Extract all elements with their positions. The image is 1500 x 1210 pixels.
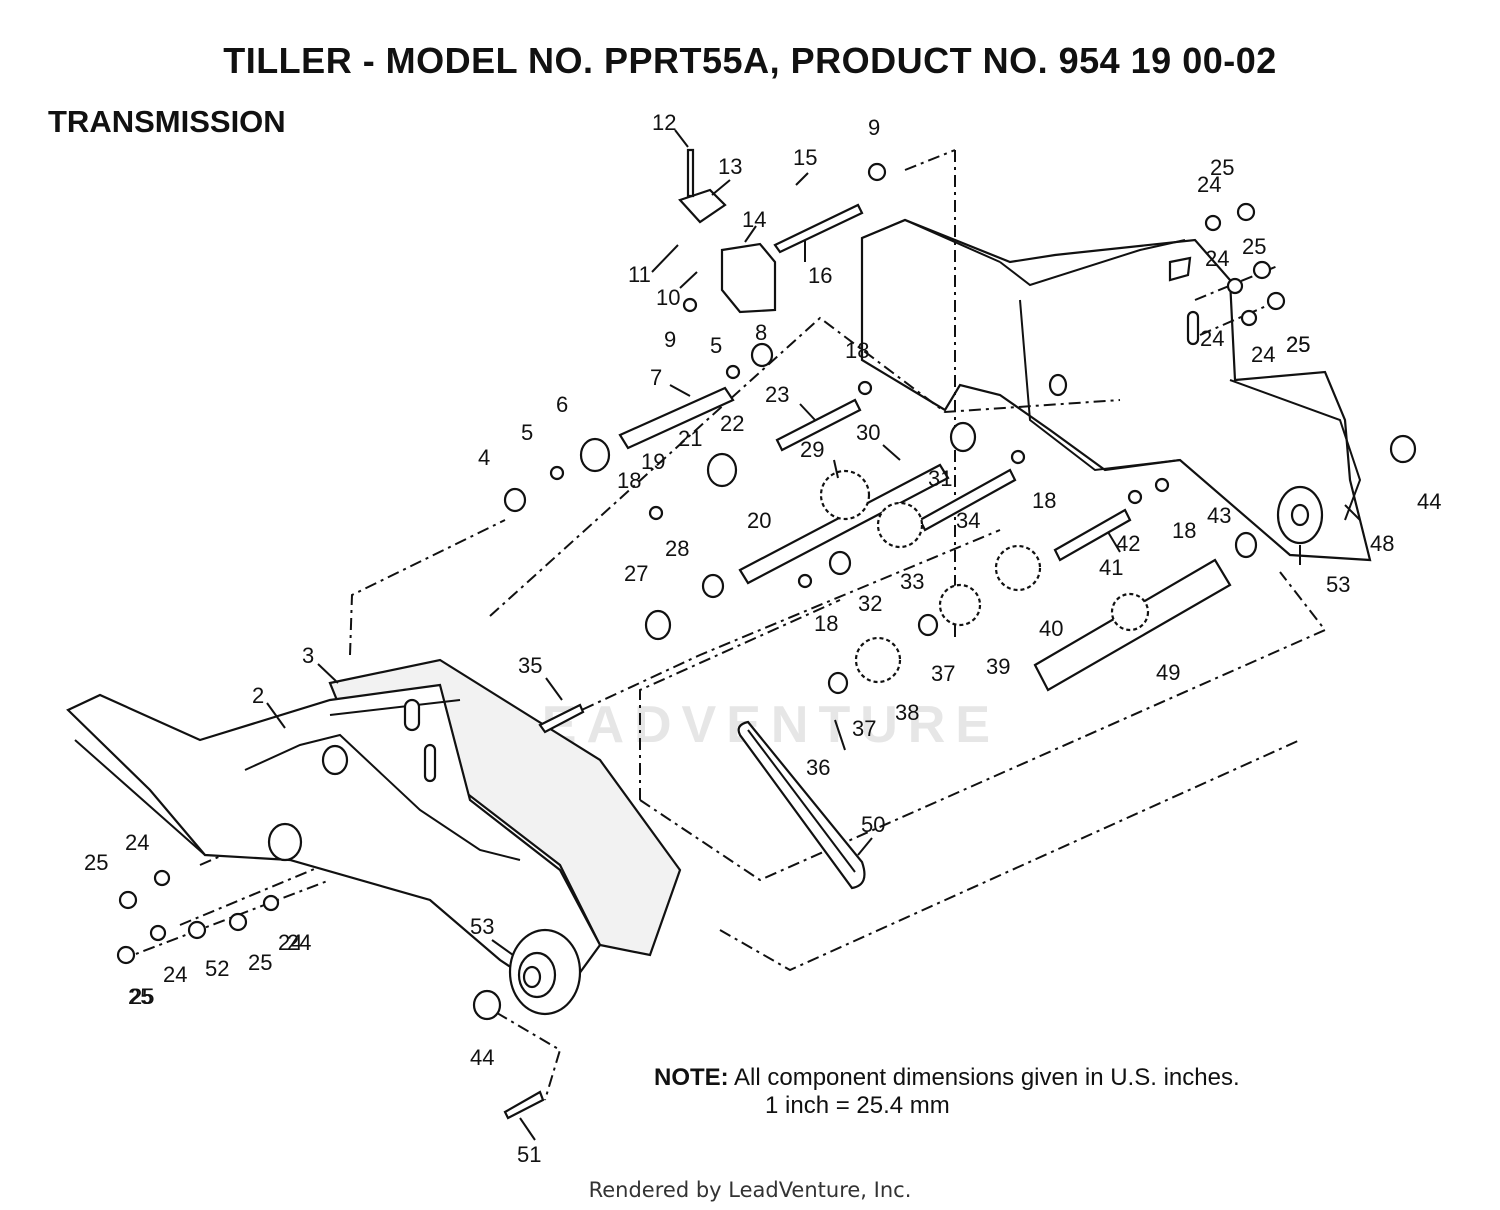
callout-20: 20 [747, 508, 771, 533]
callout-13: 13 [718, 154, 742, 179]
callout-50: 50 [861, 812, 885, 837]
callout-25: 25 [84, 850, 108, 875]
shafts-and-gears [472, 148, 1417, 1120]
callout-27: 27 [624, 561, 648, 586]
callout-9: 9 [664, 327, 676, 352]
callout-18: 18 [1172, 518, 1196, 543]
callout-24: 24 [278, 930, 302, 955]
callout-53: 53 [1326, 572, 1350, 597]
callout-35: 35 [518, 653, 542, 678]
callout-28: 28 [665, 536, 689, 561]
callout-32: 32 [858, 591, 882, 616]
callout-31: 31 [928, 466, 952, 491]
callout-25: 25 [1210, 155, 1234, 180]
callout-25: 25 [1286, 332, 1310, 357]
leader-lines [266, 129, 1361, 1141]
callout-9: 9 [868, 115, 880, 140]
callout-37: 37 [931, 661, 955, 686]
footer-credit: Rendered by LeadVenture, Inc. [588, 1178, 912, 1202]
callout-12: 12 [652, 110, 676, 135]
callout-18: 18 [1032, 488, 1056, 513]
right-housing [860, 218, 1372, 562]
callout-44: 44 [470, 1045, 494, 1070]
callout-24: 24 [1197, 172, 1221, 197]
page-title: TILLER - MODEL NO. PPRT55A, PRODUCT NO. … [223, 40, 1277, 81]
callout-5: 5 [710, 333, 722, 358]
callout-24: 24 [287, 930, 311, 955]
callout-42: 42 [1116, 531, 1140, 556]
callout-23: 23 [765, 382, 789, 407]
callout-25: 25 [128, 984, 152, 1009]
note-label: NOTE: [654, 1064, 729, 1091]
left-case [66, 658, 682, 1016]
callout-19: 19 [641, 449, 665, 474]
callout-8: 8 [755, 320, 767, 345]
callout-18: 18 [814, 611, 838, 636]
fasteners [116, 162, 1286, 965]
callout-22: 22 [720, 411, 744, 436]
callout-33: 33 [900, 569, 924, 594]
callout-11: 11 [628, 262, 651, 287]
callout-16: 16 [808, 263, 832, 288]
callout-39: 39 [986, 654, 1010, 679]
callout-24: 24 [1200, 326, 1224, 351]
callout-18: 18 [845, 338, 869, 363]
callout-25: 25 [1242, 234, 1266, 259]
callout-18: 18 [617, 468, 641, 493]
callout-34: 34 [956, 508, 980, 533]
section-title: TRANSMISSION [48, 104, 286, 139]
callout-24: 24 [125, 830, 149, 855]
callout-24: 24 [163, 962, 187, 987]
callout-7: 7 [650, 365, 662, 390]
callout-41: 41 [1099, 555, 1123, 580]
callout-25: 25 [1286, 332, 1310, 357]
callout-5: 5 [521, 420, 533, 445]
callout-15: 15 [793, 145, 817, 170]
callout-24: 24 [1205, 246, 1229, 271]
callout-36: 36 [806, 755, 830, 780]
callout-6: 6 [556, 392, 568, 417]
callout-2: 2 [252, 683, 264, 708]
callout-3: 3 [302, 643, 314, 668]
callout-44: 44 [1417, 489, 1441, 514]
callout-10: 10 [656, 285, 680, 310]
callout-40: 40 [1039, 616, 1063, 641]
callout-21: 21 [678, 426, 702, 451]
note-line2: 1 inch = 25.4 mm [765, 1092, 950, 1119]
belt-50 [737, 720, 866, 890]
note: NOTE: All component dimensions given in … [654, 1064, 1240, 1120]
note-line1: All component dimensions given in U.S. i… [734, 1064, 1240, 1091]
callout-25: 25 [130, 984, 154, 1009]
callout-29: 29 [800, 437, 824, 462]
callout-43: 43 [1207, 503, 1231, 528]
callout-4: 4 [478, 445, 490, 470]
callout-49: 49 [1156, 660, 1180, 685]
callout-38: 38 [895, 700, 919, 725]
callout-37: 37 [852, 716, 876, 741]
callout-24: 24 [1251, 342, 1275, 367]
callout-30: 30 [856, 420, 880, 445]
callout-48: 48 [1370, 531, 1394, 556]
callout-51: 51 [517, 1142, 541, 1167]
callout-14: 14 [742, 207, 766, 232]
callout-25: 25 [248, 950, 272, 975]
callout-53: 53 [470, 914, 494, 939]
callout-52: 52 [205, 956, 229, 981]
